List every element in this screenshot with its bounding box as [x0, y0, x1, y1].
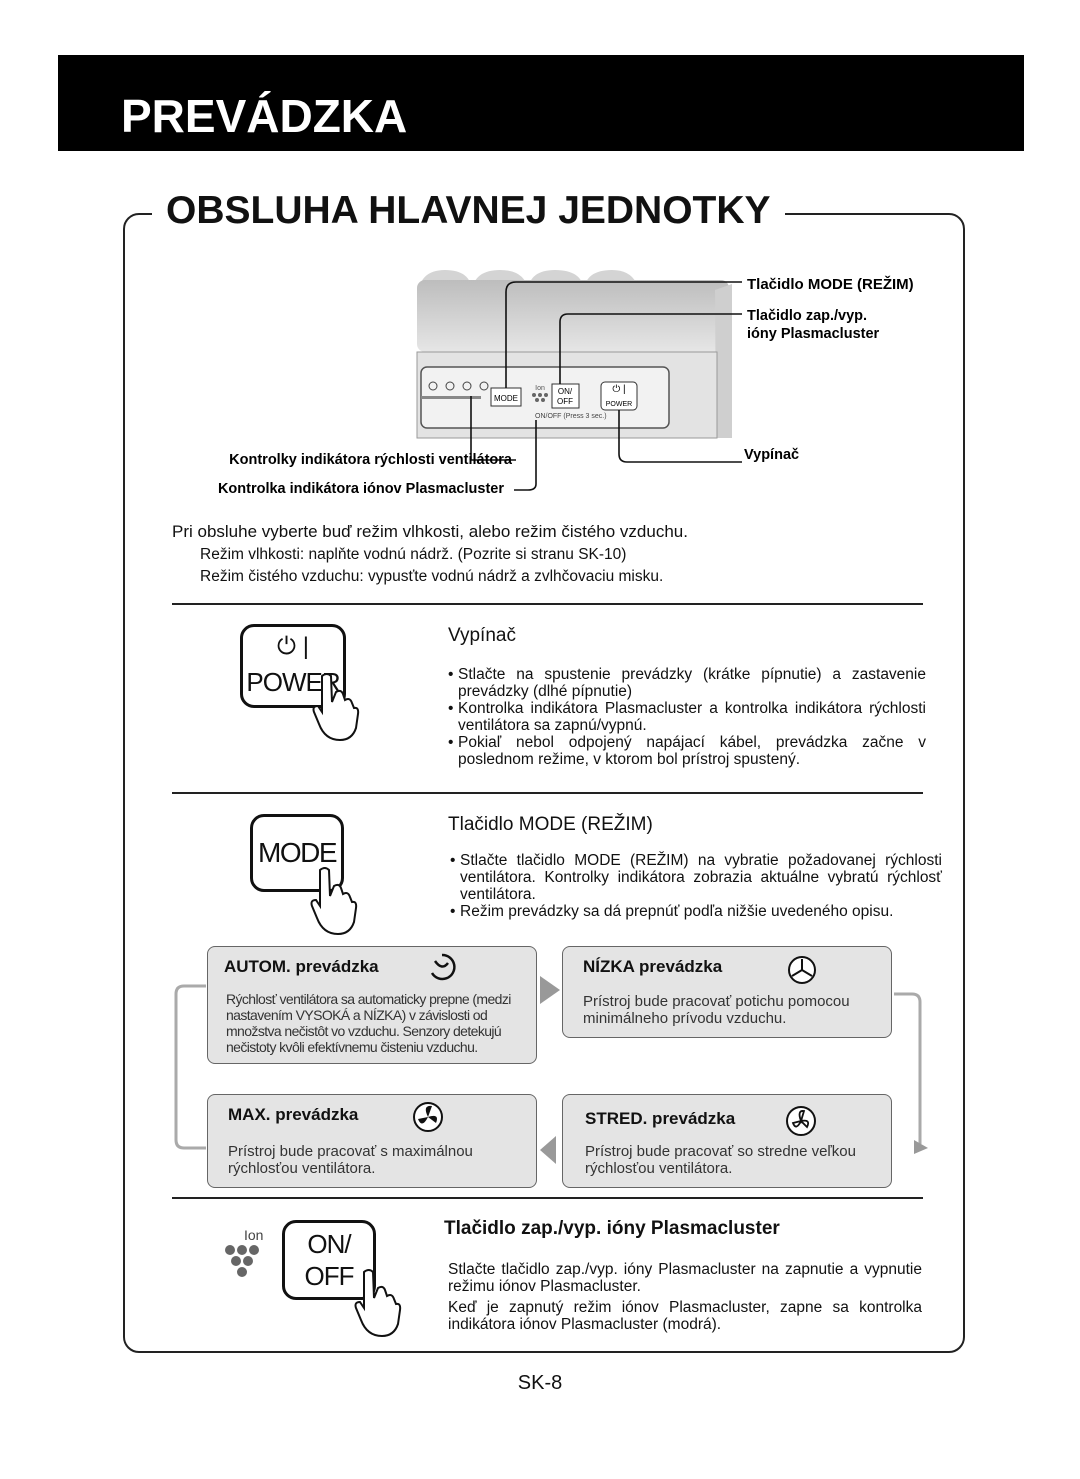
- fan-medium-icon: [786, 1106, 816, 1136]
- callout-fan-leds: Kontrolky indikátora rýchlosti ventiláto…: [229, 452, 513, 468]
- list-item: Pokiaľ nebol odpojený napájací kábel, pr…: [448, 734, 926, 768]
- panel-mode-label: MODE: [494, 394, 518, 403]
- fan-low-icon: [788, 956, 816, 984]
- hand-pointer-icon: [312, 673, 360, 742]
- page-number: SK-8: [517, 1372, 563, 1394]
- callout-onoff-line1: Tlačidlo zap./vyp.: [747, 308, 867, 324]
- intro-line-3: Režim čistého vzduchu: vypusťte vodnú ná…: [200, 568, 664, 585]
- mode-box-max: MAX. prevádzka Prístroj bude pracovať s …: [207, 1094, 537, 1188]
- power-bullets: Stlačte na spustenie prevádzky (krátke p…: [448, 666, 926, 768]
- auto-mode-icon: [430, 953, 456, 981]
- list-item: Režim prevádzky sa dá prepnúť podľa nižš…: [450, 903, 942, 920]
- section-title: OBSLUHA HLAVNEJ JEDNOTKY: [152, 188, 785, 234]
- intro-line-2: Režim vlhkosti: naplňte vodnú nádrž. (Po…: [200, 546, 627, 563]
- panel-press-label: ON/OFF (Press 3 sec.): [535, 413, 607, 420]
- divider: [172, 603, 923, 605]
- onoff-key-on: ON/: [307, 1229, 351, 1259]
- panel-ion-label: Ion: [535, 385, 545, 392]
- mode-box-text: Prístroj bude pracovať so stredne veľkou…: [585, 1143, 856, 1177]
- mode-box-auto: AUTOM. prevádzka Rýchlosť ventilátora sa…: [207, 946, 537, 1064]
- mode-box-medium: STRED. prevádzka Prístroj bude pracovať …: [562, 1094, 892, 1188]
- list-item: Stlačte na spustenie prevádzky (krátke p…: [448, 666, 926, 700]
- onoff-key-off: OFF: [304, 1261, 355, 1291]
- callout-power: Vypínač: [744, 447, 799, 463]
- ion-grapes-icon: Ion: [225, 1228, 263, 1277]
- mode-key-label: MODE: [258, 837, 338, 868]
- ion-text-2: Keď je zapnutý režim iónov Plasmacluster…: [448, 1299, 922, 1333]
- onoff-key-illustration: ON/ OFF: [282, 1220, 376, 1300]
- panel-on-label: ON/: [558, 387, 573, 396]
- divider: [172, 1197, 923, 1199]
- mode-box-low: NÍZKA prevádzka Prístroj bude pracovať p…: [562, 946, 892, 1038]
- device-panel-diagram: MODE Ion ON/ OFF ON/OFF (Press 3 sec.) ⏻…: [218, 270, 914, 497]
- mode-box-title: AUTOM. prevádzka: [224, 957, 379, 976]
- list-item: Kontrolka indikátora Plasmacluster a kon…: [448, 700, 926, 734]
- list-item: Stlačte tlačidlo MODE (REŽIM) na vybrati…: [450, 852, 942, 903]
- mode-box-text: Prístroj bude pracovať s maximálnou rých…: [228, 1143, 473, 1177]
- callout-ion-led: Kontrolka indikátora iónov Plasmacluster: [218, 481, 504, 497]
- intro-line-1: Pri obsluhe vyberte buď režim vlhkosti, …: [172, 522, 688, 541]
- mode-box-title: NÍZKA prevádzka: [583, 957, 723, 976]
- mode-bullets: Stlačte tlačidlo MODE (REŽIM) na vybrati…: [450, 852, 942, 920]
- ion-text-1: Stlačte tlačidlo zap./vyp. ióny Plasmacl…: [448, 1261, 922, 1295]
- mode-heading: Tlačidlo MODE (REŽIM): [448, 814, 653, 835]
- callout-mode-button: Tlačidlo MODE (REŽIM): [747, 275, 914, 293]
- ion-label: Ion: [244, 1228, 263, 1243]
- panel-off-label: OFF: [557, 397, 573, 406]
- fan-max-icon: [413, 1102, 443, 1132]
- mode-box-text: Rýchlosť ventilátora sa automaticky prep…: [226, 991, 511, 1055]
- header-bar: [58, 55, 1024, 151]
- hand-pointer-icon: [310, 867, 358, 936]
- panel-power-label: POWER: [606, 401, 632, 408]
- mode-key-illustration: MODE: [250, 814, 344, 892]
- power-heading: Vypínač: [448, 625, 516, 646]
- svg-text:⏻ |: ⏻ |: [612, 384, 625, 395]
- callout-onoff-line2: ióny Plasmacluster: [747, 326, 880, 342]
- divider: [172, 792, 923, 794]
- mode-box-text: Prístroj bude pracovať potichu pomocou m…: [583, 993, 850, 1027]
- ion-heading: Tlačidlo zap./vyp. ióny Plasmacluster: [444, 1218, 780, 1239]
- mode-box-title: MAX. prevádzka: [228, 1105, 359, 1124]
- mode-box-title: STRED. prevádzka: [585, 1109, 736, 1128]
- power-symbol-icon: ⏻ |: [277, 633, 309, 660]
- hand-pointer-icon: [354, 1269, 402, 1338]
- page-title: PREVÁDZKA: [121, 90, 408, 142]
